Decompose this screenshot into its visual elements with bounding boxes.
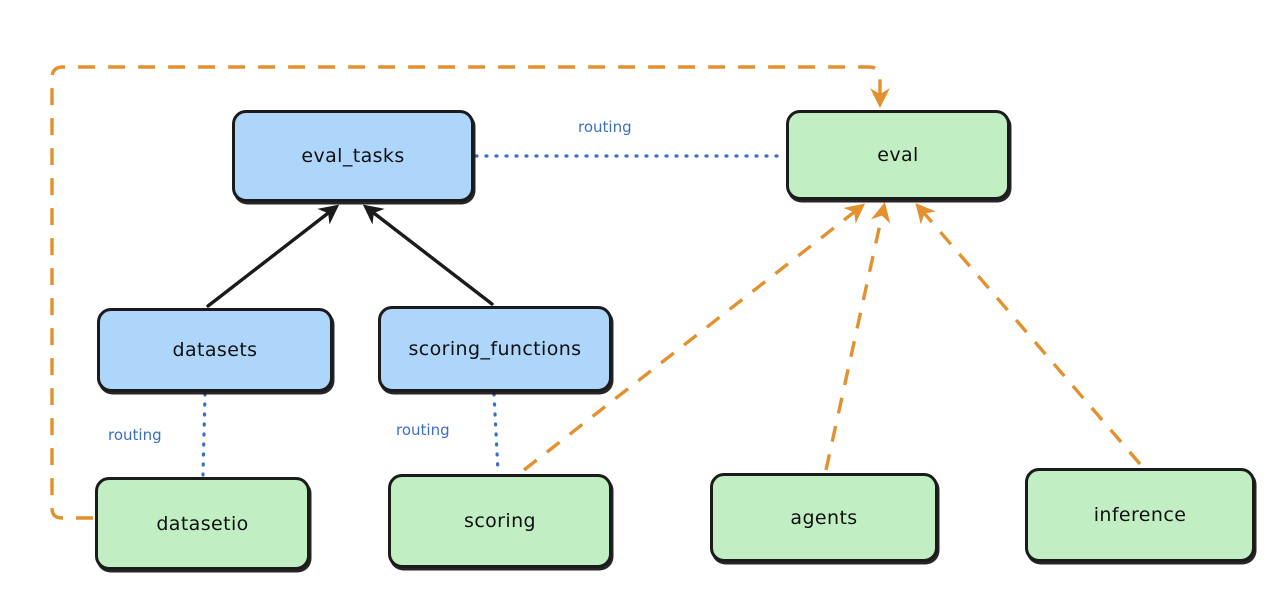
node-eval-tasks[interactable]: eval_tasks [232, 110, 474, 202]
edge-scoring_functions-to-eval_tasks [362, 204, 494, 306]
node-label-scoring: scoring [464, 510, 536, 532]
node-scoring-functions[interactable]: scoring_functions [378, 306, 612, 392]
node-label-datasetio: datasetio [156, 512, 249, 535]
node-inference[interactable]: inference [1025, 468, 1255, 562]
node-label-eval: eval [877, 144, 919, 166]
node-label-datasets: datasets [172, 339, 258, 361]
edge-label-routing-scoring-functions-scoring: routing [396, 421, 450, 439]
node-label-scoring-functions: scoring_functions [408, 338, 582, 360]
edge-routing-scoring_functions-scoring [492, 392, 500, 474]
edge-agents-to-eval [824, 202, 891, 471]
node-agents[interactable]: agents [710, 473, 938, 562]
node-datasets[interactable]: datasets [97, 308, 333, 392]
node-datasetio[interactable]: datasetio [95, 477, 310, 570]
node-label-inference: inference [1093, 504, 1187, 526]
edge-label-routing-datasets-datasetio: routing [108, 426, 162, 444]
edge-datasets-to-eval_tasks [206, 204, 340, 308]
node-scoring[interactable]: scoring [388, 474, 612, 568]
node-label-agents: agents [790, 506, 858, 529]
node-eval[interactable]: eval [786, 110, 1010, 200]
node-label-eval-tasks: eval_tasks [301, 145, 405, 167]
edge-routing-datasets-datasetio [201, 392, 207, 477]
edge-inference-to-eval [915, 202, 1142, 466]
edge-label-routing-eval-tasks-eval: routing [578, 118, 632, 136]
